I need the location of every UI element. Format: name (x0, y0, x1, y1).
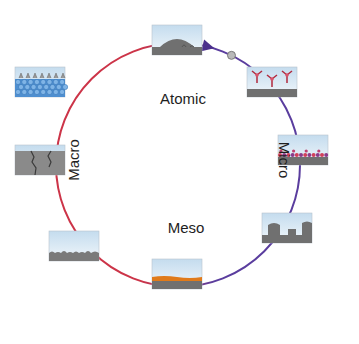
scale-label: Atomic (160, 91, 206, 106)
thumbnail-content (152, 276, 202, 289)
process-thumbnail (152, 25, 202, 55)
direction-arrow (201, 40, 216, 55)
process-thumbnail (247, 67, 297, 97)
thumbnail-frame (262, 213, 312, 243)
thumbnail-frame (15, 67, 65, 97)
process-thumbnail (15, 67, 68, 97)
process-thumbnail (262, 213, 312, 243)
process-thumbnail (49, 231, 99, 261)
thumbnail-frame (49, 231, 99, 261)
thumbnail-frame (152, 25, 202, 55)
thumbnail-content (49, 251, 99, 261)
thumbnail-content (247, 71, 297, 97)
scale-label: Macro (66, 139, 81, 181)
thumbnail-content (15, 73, 68, 97)
thumbnail-content (152, 39, 202, 55)
scale-label: Micro (277, 142, 292, 179)
thumbnail-content (262, 222, 312, 244)
thumbnail-frame (247, 67, 297, 97)
start-dot (227, 51, 235, 59)
thumbnail-frame (15, 145, 65, 175)
process-thumbnail (15, 145, 65, 175)
thumbnail-content (15, 151, 65, 175)
process-thumbnail (152, 259, 202, 289)
scale-label: Meso (168, 220, 205, 235)
thumbnail-frame (152, 259, 202, 289)
